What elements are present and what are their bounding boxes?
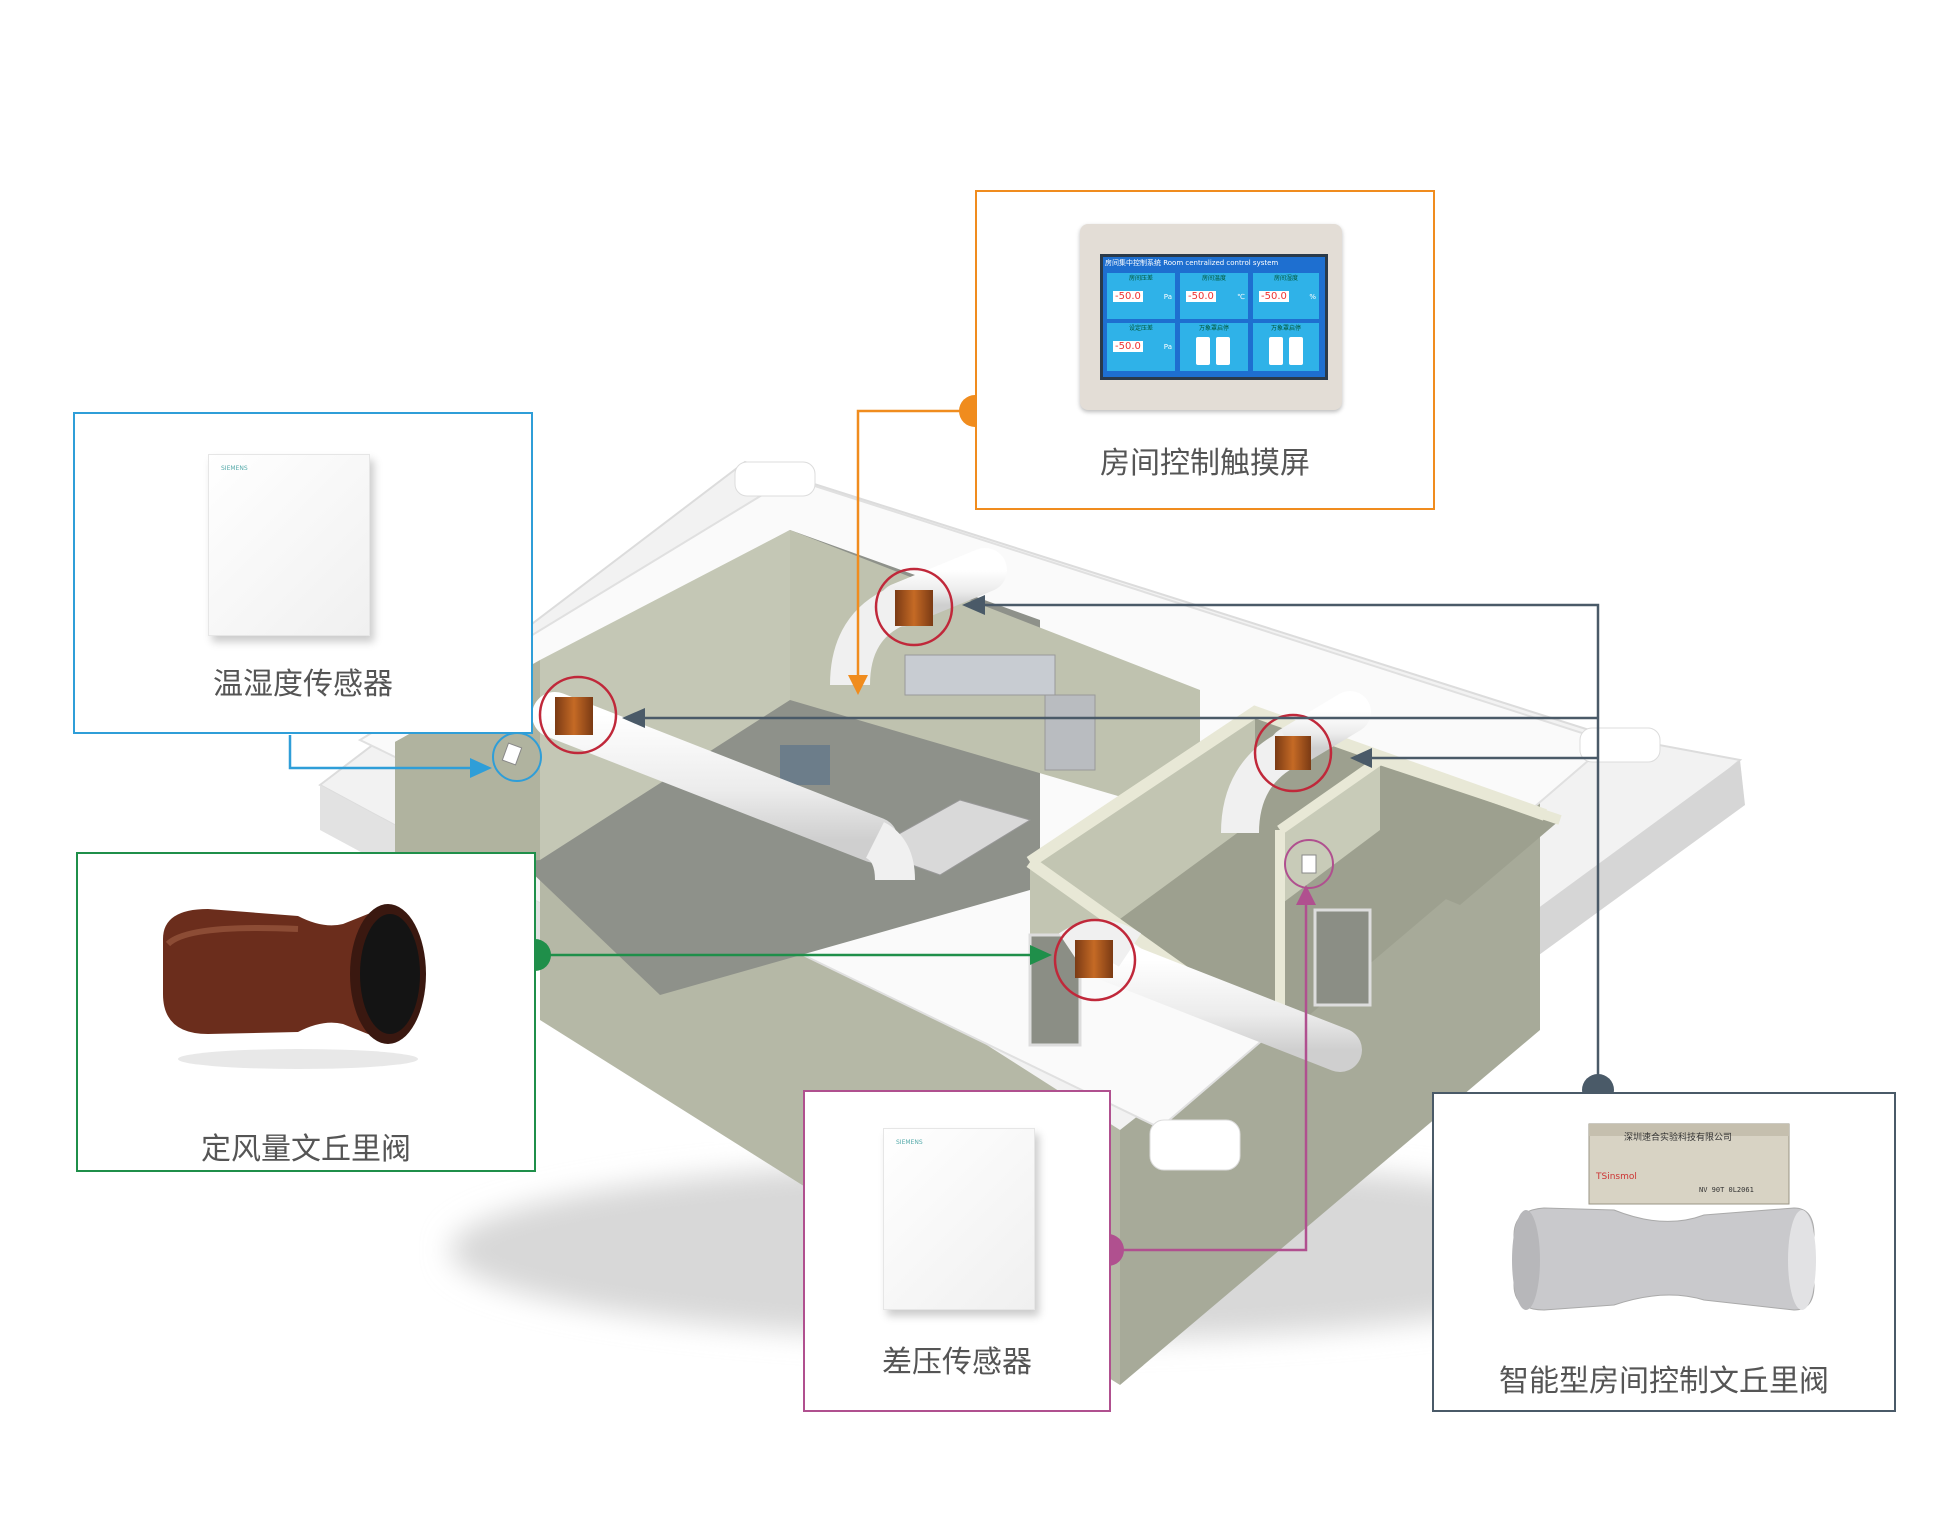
connector-pressure-sensor — [1108, 895, 1308, 1252]
connector-touchscreen — [856, 409, 975, 690]
connector-smart-valve-main-arrow — [622, 708, 645, 728]
temp-sensor-unit — [501, 742, 523, 766]
building-wall-side — [1120, 800, 1540, 1385]
valve-marker-top — [874, 567, 954, 647]
touchscreen-title: 房间集中控制系统 Room centralized control system — [1105, 259, 1279, 267]
corner-cap-top — [734, 461, 816, 497]
valve-marker-main-room — [538, 675, 618, 755]
callout-pressure-sensor: SIEMENS 差压传感器 — [803, 1090, 1111, 1412]
touchscreen-cell-humidity: 房间湿度 -50.0 % — [1253, 273, 1319, 319]
cell-unit: % — [1309, 293, 1316, 301]
callout-pressure-sensor-label: 差压传感器 — [882, 1345, 1032, 1380]
pressure-sensor-marker — [1284, 839, 1334, 889]
cell-value: -50.0 — [1259, 291, 1289, 302]
duct-main-room — [532, 692, 898, 863]
touchscreen-cell-hood-1: 万象罩启停 — [1180, 323, 1248, 371]
callout-temp-sensor-label: 温湿度传感器 — [213, 667, 393, 702]
valve-marker-front — [1053, 918, 1137, 1002]
main-room-back-wall-left — [540, 530, 790, 860]
pressure-sensor-unit — [1301, 854, 1317, 874]
corner-cap-right — [1579, 727, 1661, 763]
cell-value: -50.0 — [1113, 291, 1143, 302]
callout-smart-valve: 深圳速合实验科技有限公司 TSinsmol NV 90T 0L2061 智能型房… — [1432, 1092, 1896, 1412]
connector-touchscreen-arrow — [848, 675, 868, 695]
partition-top-b — [1277, 754, 1562, 835]
callout-smart-valve-label: 智能型房间控制文丘里阀 — [1499, 1364, 1829, 1399]
cell-label: 房间温度 — [1201, 275, 1226, 282]
temp-sensor-brand: SIEMENS — [221, 465, 248, 472]
switch-icon — [1216, 337, 1230, 365]
cell-label: 房间压差 — [1128, 275, 1153, 282]
equipment-cabinet — [780, 745, 830, 785]
smart-valve-image — [1512, 1123, 1816, 1311]
cell-label: 房间湿度 — [1273, 275, 1298, 282]
touchscreen-cell-setpoint: 设定压差 -50.0 Pa — [1107, 323, 1175, 371]
duct-front — [1088, 938, 1362, 1072]
callout-constant-valve: 定风量文丘里阀 — [76, 852, 536, 1172]
pendant-head — [1044, 694, 1096, 771]
callout-touchscreen-label: 房间控制触摸屏 — [1100, 446, 1310, 481]
smart-valve-company: 深圳速合实验科技有限公司 — [1624, 1133, 1733, 1143]
connector-temp-sensor-arrow — [470, 758, 492, 778]
connector-smart-valve-top — [980, 603, 1600, 1090]
switch-icon — [1269, 337, 1283, 365]
touchscreen-display: 房间集中控制系统 Room centralized control system… — [1100, 254, 1328, 380]
duct-main-elbow — [864, 822, 915, 881]
cell-unit: ℃ — [1237, 293, 1245, 301]
cell-label: 万象罩启停 — [1198, 325, 1229, 332]
smart-valve-model: NV 90T 0L2061 — [1699, 1186, 1754, 1194]
valve-front — [1075, 940, 1113, 978]
touchscreen-cell-hood-2: 万象罩启停 — [1253, 323, 1319, 371]
valve-top — [895, 590, 933, 626]
switch-icon — [1196, 337, 1210, 365]
valve-ante-room — [1275, 736, 1311, 770]
touchscreen-device: 房间集中控制系统 Room centralized control system… — [1080, 224, 1342, 410]
connector-smart-valve-ante-arrow — [1350, 748, 1372, 768]
cell-value: -50.0 — [1186, 291, 1216, 302]
connector-temp-sensor — [288, 735, 475, 770]
cell-value: -50.0 — [1113, 341, 1143, 352]
cell-unit: Pa — [1163, 343, 1172, 351]
cell-label: 万象罩启停 — [1270, 325, 1301, 332]
smart-valve-brand: TSinsmol — [1596, 1172, 1637, 1182]
pressure-sensor-brand: SIEMENS — [896, 1139, 923, 1146]
touchscreen-cell-pressure: 房间压差 -50.0 Pa — [1107, 273, 1175, 319]
connector-pressure-sensor-arrow — [1296, 885, 1316, 905]
ante-room-wall — [1030, 712, 1255, 985]
constant-valve-image — [163, 904, 426, 1069]
door-small-room — [1313, 908, 1372, 1007]
duct-top-elbow — [830, 586, 909, 686]
connector-constant-valve-arrow — [1030, 945, 1052, 965]
callout-temp-sensor: SIEMENS 温湿度传感器 — [73, 412, 533, 734]
pressure-sensor-device: SIEMENS — [883, 1128, 1035, 1310]
connector-smart-valve-top-arrow — [962, 595, 985, 615]
cell-label: 设定压差 — [1128, 325, 1153, 332]
switch-icon — [1289, 337, 1303, 365]
touchscreen-cell-temp: 房间温度 -50.0 ℃ — [1180, 273, 1248, 319]
callout-touchscreen: 房间集中控制系统 Room centralized control system… — [975, 190, 1435, 510]
corner-cap-front — [1149, 1119, 1241, 1171]
valve-marker-ante-room — [1253, 713, 1333, 793]
pendant-arm — [904, 654, 1056, 696]
callout-constant-valve-label: 定风量文丘里阀 — [201, 1132, 411, 1167]
temp-sensor-device: SIEMENS — [208, 454, 370, 636]
valve-main-room — [555, 697, 593, 735]
cell-unit: Pa — [1163, 293, 1172, 301]
